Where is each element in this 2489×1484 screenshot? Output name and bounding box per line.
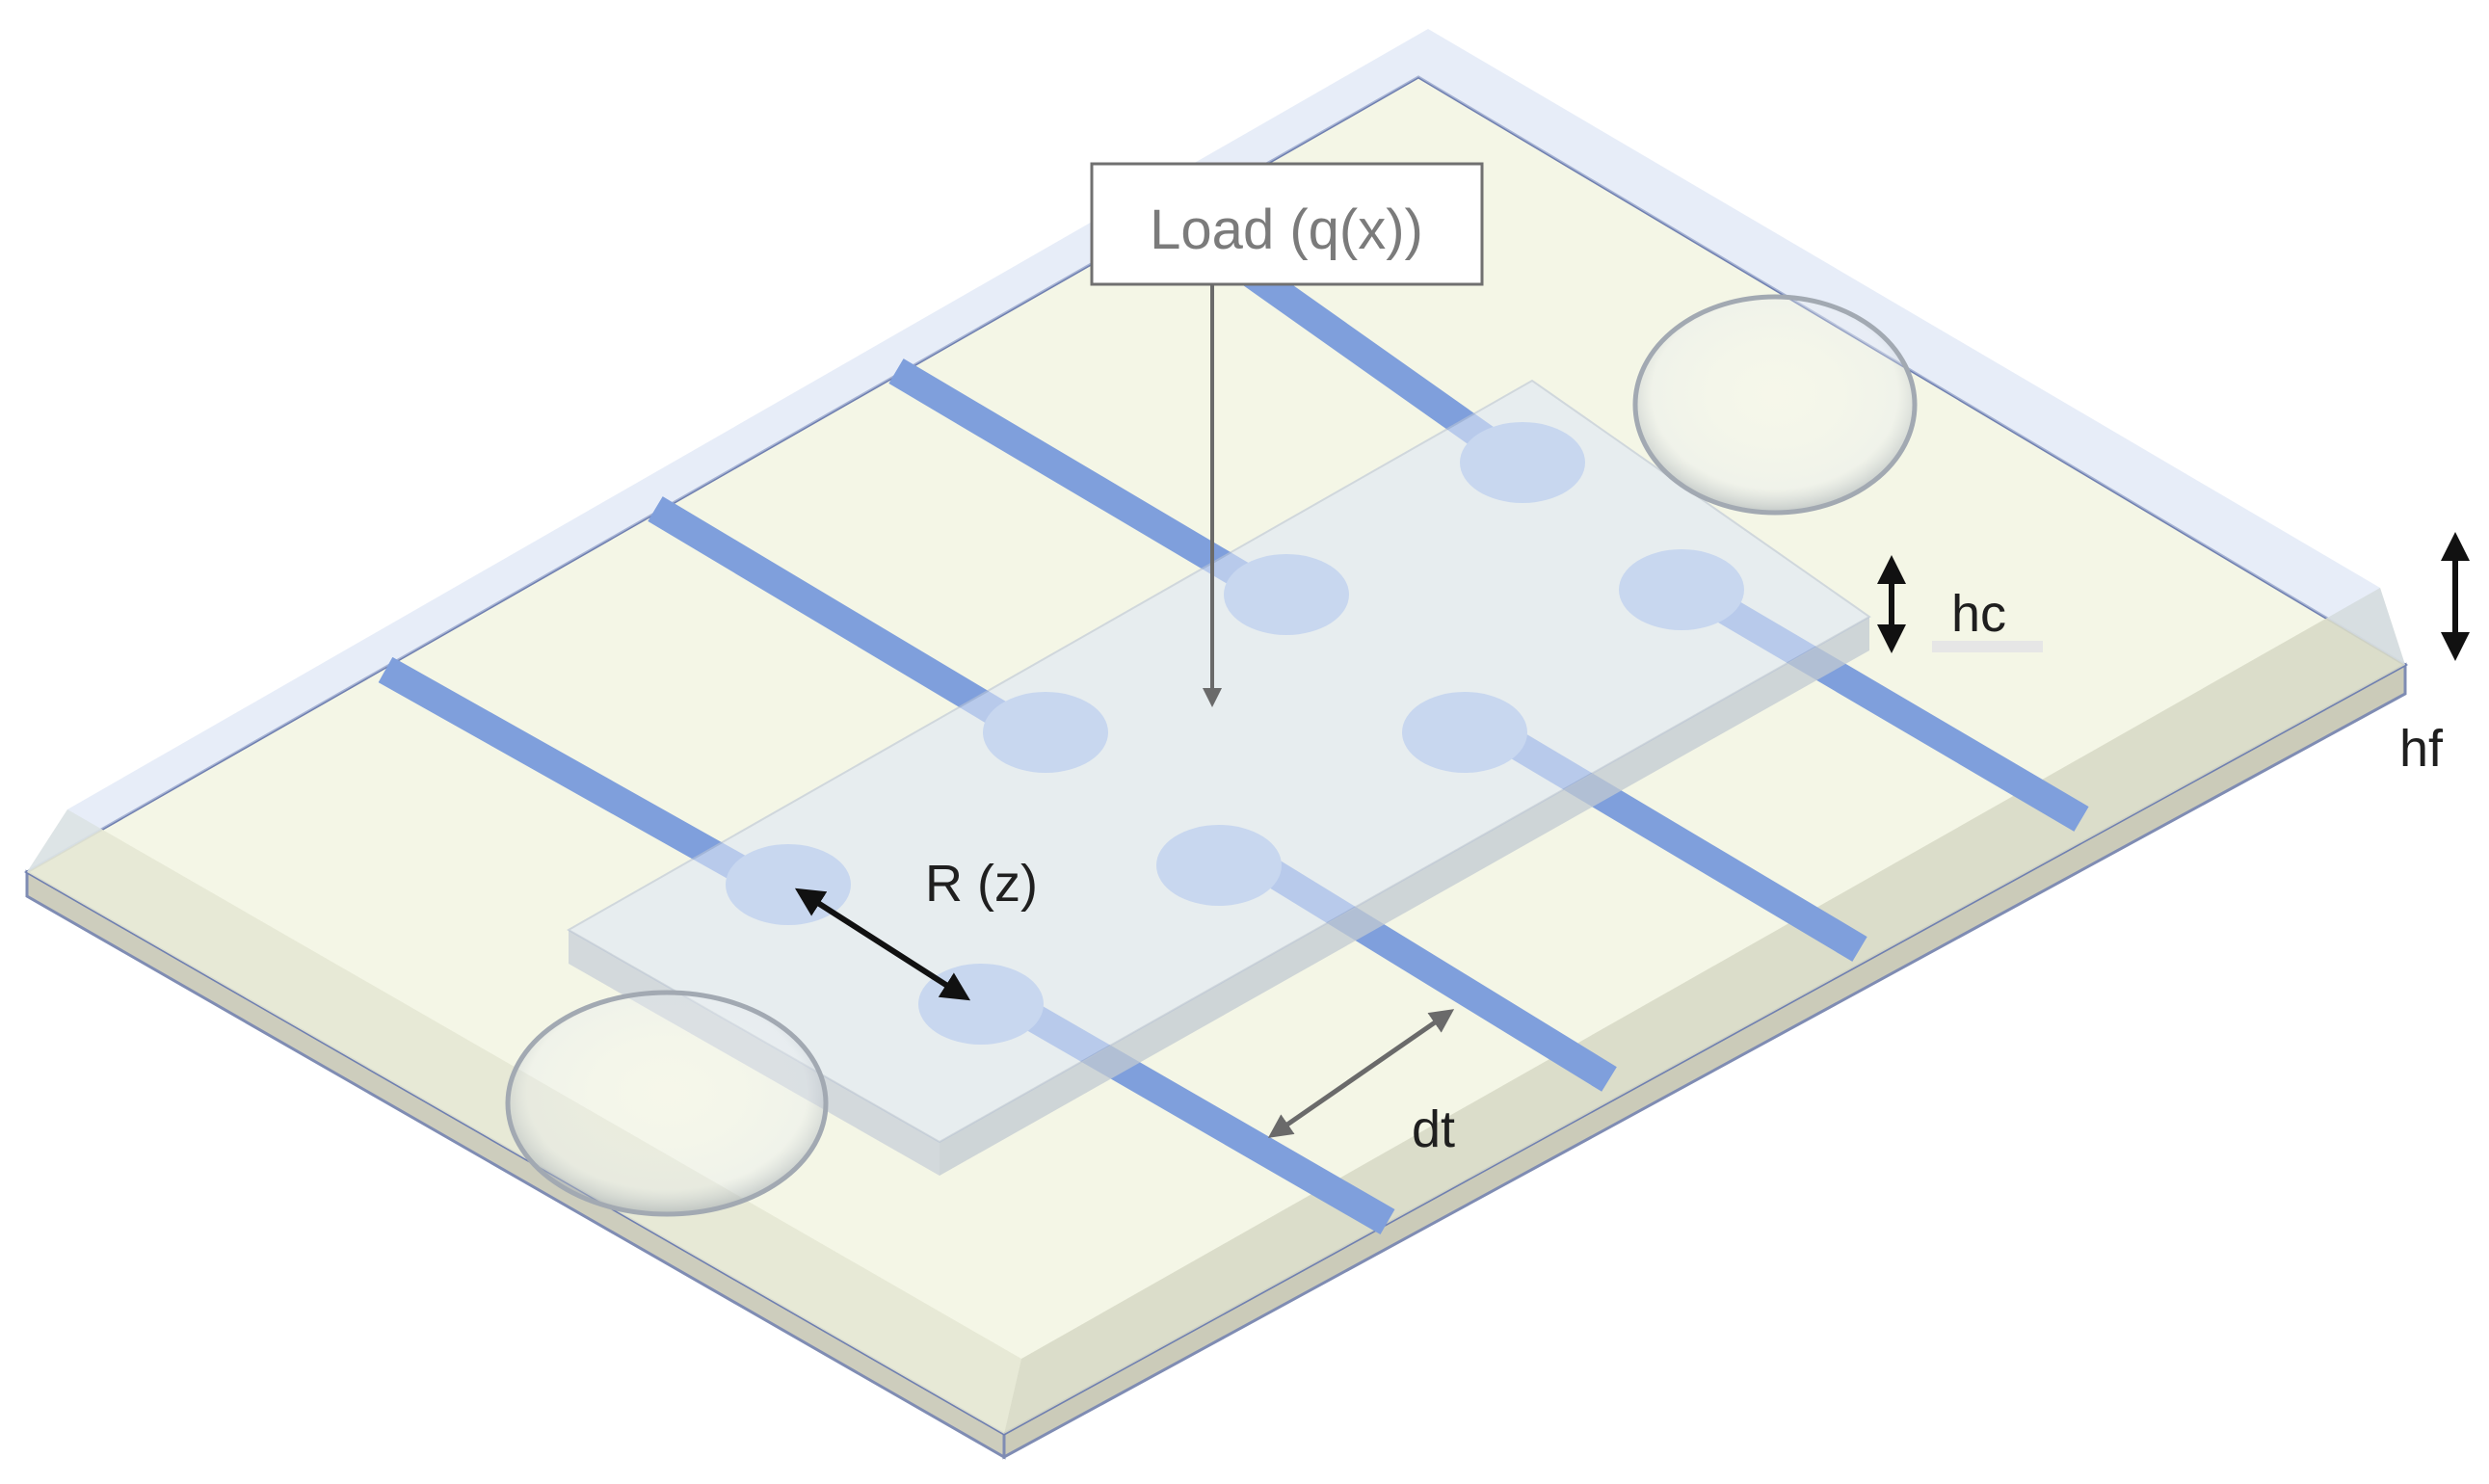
load-label: Load (q(x)) bbox=[1150, 199, 1423, 261]
r-z-label: R (z) bbox=[925, 855, 1038, 913]
r-z-arrow bbox=[794, 888, 971, 1001]
support-bubble-front bbox=[505, 990, 829, 1217]
load-box bbox=[1090, 162, 1484, 286]
strip bbox=[888, 358, 1270, 600]
dt-arrow bbox=[1267, 1009, 1455, 1138]
hf-label: hf bbox=[2399, 720, 2444, 778]
strip bbox=[648, 496, 1029, 740]
support-bubble-back bbox=[1632, 294, 1918, 516]
hc-underline bbox=[1932, 641, 2043, 652]
hc-label: hc bbox=[1951, 585, 2006, 643]
dt-label: dt bbox=[1412, 1100, 1455, 1158]
coating-front-side bbox=[940, 617, 1869, 1176]
